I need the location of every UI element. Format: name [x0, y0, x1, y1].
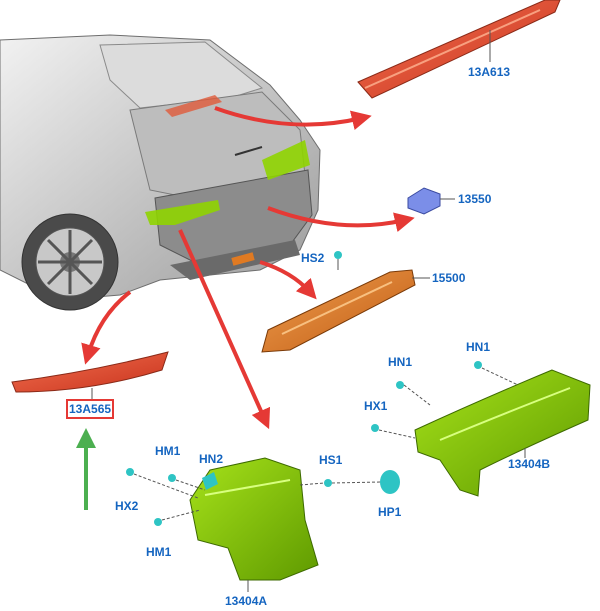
fastener-label-hx2: HX2: [115, 499, 139, 513]
high-mount-stop-lamp: [357, 0, 561, 99]
highlight-pointer-arrow: [76, 428, 96, 510]
arrow-to-13A565: [81, 290, 132, 365]
fastener-label-hs2: HS2: [301, 251, 325, 265]
fastener-label-hn1: HN1: [388, 355, 413, 369]
fastener-label-hs1: HS1: [319, 453, 343, 467]
callout-arrows: [81, 106, 415, 430]
bulb-holder: [407, 187, 455, 215]
fastener-label-hp1: HP1: [378, 505, 402, 519]
vehicle-illustration: [0, 34, 321, 311]
part-label-13550: 13550: [458, 192, 492, 206]
part-label-13A613: 13A613: [468, 65, 511, 79]
arrow-to-13A613: [214, 106, 372, 131]
part-label-13404A: 13404A: [225, 594, 268, 608]
arrow-to-13404A: [178, 229, 271, 430]
fastener-label-hn1: HN1: [466, 340, 491, 354]
fastener-label-hm1: HM1: [146, 545, 172, 559]
fastener-label-hn2: HN2: [199, 452, 224, 466]
part-label-13A565: 13A565: [65, 399, 115, 419]
fastener-label-hm1: HM1: [155, 444, 181, 458]
arrow-to-13550: [267, 206, 415, 232]
license-lamp: [261, 251, 430, 353]
bumper-reflector: [11, 351, 169, 400]
part-label-13404B: 13404B: [508, 457, 551, 471]
part-label-15500: 15500: [432, 271, 466, 285]
arrow-to-15500: [259, 260, 317, 300]
rear-lamp-right: [371, 361, 591, 497]
fastener-label-hx1: HX1: [364, 399, 388, 413]
rear-lamp-left: [126, 457, 400, 592]
